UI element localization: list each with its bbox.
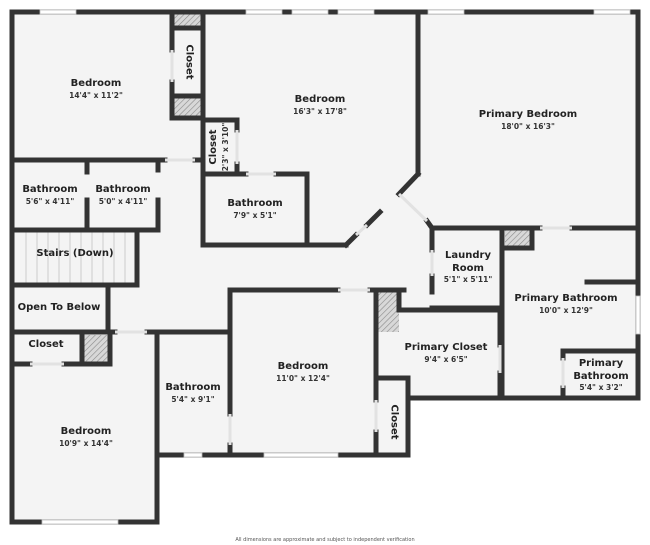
room-dimensions: 14'4" x 11'2" [69,90,123,100]
room-dimensions: 10'9" x 14'4" [59,438,113,448]
room-dimensions: 5'1" x 5'11" [443,274,493,284]
room-closet-2: Closet 2'3" x 3'10" [208,123,230,172]
room-dimensions: 5'4" x 9'1" [171,394,215,404]
shaft-top-1 [174,13,201,27]
door-openings [30,50,572,445]
room-bathroom-3: Bathroom 7'9" x 5'1" [227,198,282,220]
room-name: Closet [183,44,195,80]
room-name-line2: Room [452,262,484,274]
shaft-left [82,335,110,364]
room-bedroom-4: Bedroom 10'9" x 14'4" [59,426,113,448]
room-name: Bathroom [95,184,151,196]
room-name: Primary Bedroom [478,109,578,121]
room-dimensions: 5'0" x 4'11" [98,196,148,206]
room-name: Bedroom [277,361,329,373]
room-dimensions: 16'3" x 17'8" [293,106,347,116]
room-name: Stairs (Down) [36,247,114,259]
windows [39,9,641,525]
room-dimensions: 7'9" x 5'1" [233,210,277,220]
room-name: Open To Below [17,301,101,313]
room-name: Bathroom [22,184,78,196]
room-name: Bathroom [227,198,283,210]
room-bathroom-4: Bathroom 5'4" x 9'1" [165,382,220,404]
room-name: Bedroom [60,426,112,438]
room-primary-bathroom-small: Primary Bathroom 5'4" x 3'2" [573,358,628,392]
room-primary-bedroom: Primary Bedroom 18'0" x 16'3" [479,109,577,131]
room-name-line1: Laundry [445,249,491,261]
room-laundry: Laundry Room 5'1" x 5'11" [444,250,493,284]
shaft-top-2 [174,96,201,118]
room-name: Closet [208,129,220,165]
room-bedroom-3: Bedroom 11'0" x 12'4" [276,361,330,383]
room-name: Bathroom [165,382,221,394]
shaft-laundry [505,230,532,247]
room-name-line1: Primary [578,357,624,369]
room-primary-closet: Primary Closet 9'4" x 6'5" [405,342,488,364]
disclaimer: All dimensions are approximate and subje… [235,537,415,543]
room-name: Bedroom [294,94,346,106]
room-bathroom-1: Bathroom 5'6" x 4'11" [22,184,77,206]
room-name: Primary Closet [404,342,488,354]
room-closet-1: Closet [182,44,195,80]
room-bathroom-2: Bathroom 5'0" x 4'11" [95,184,150,206]
floor-area [12,12,638,522]
room-bedroom-1: Bedroom 14'4" x 11'2" [69,78,123,100]
room-primary-bathroom: Primary Bathroom 10'0" x 12'9" [514,293,617,315]
room-dimensions: 18'0" x 16'3" [501,121,555,131]
room-name-line2: Bathroom [573,370,629,382]
room-dimensions: 5'6" x 4'11" [25,196,75,206]
room-closet-3: Closet [28,339,63,352]
room-dimensions: 9'4" x 6'5" [424,354,468,364]
room-dimensions: 11'0" x 12'4" [276,373,330,383]
stairs-treads [25,232,126,283]
room-bedroom-2: Bedroom 16'3" x 17'8" [293,94,347,116]
room-name: Closet [388,404,400,440]
room-dimensions: 10'0" x 12'9" [539,305,593,315]
room-open-to-below: Open To Below [18,302,101,315]
room-name: Primary Bathroom [514,293,618,305]
hatched-shafts [82,13,532,364]
room-dimensions: 2'3" x 3'10" [220,122,230,172]
room-name: Closet [28,338,64,350]
room-dimensions: 5'4" x 3'2" [579,382,623,392]
room-closet-4: Closet [387,404,400,440]
room-name: Bedroom [70,78,122,90]
room-stairs: Stairs (Down) [36,248,113,261]
shaft-mid [377,292,399,332]
